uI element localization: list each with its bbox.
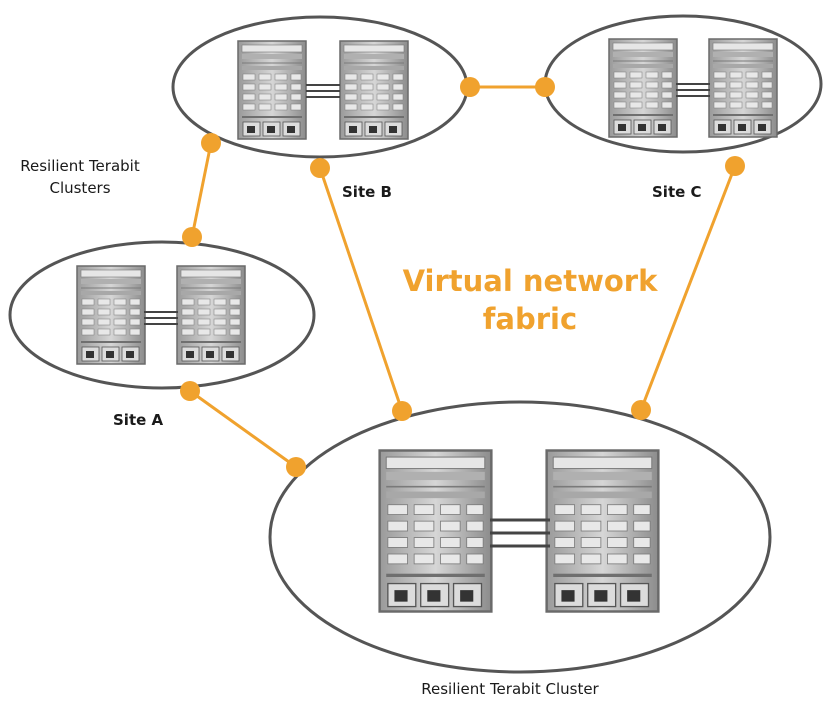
connection-dot (180, 381, 200, 401)
link-siteC-to-main (639, 164, 737, 412)
router-chassis-icon (76, 265, 146, 365)
link-siteB-to-main (318, 166, 404, 413)
site-a-label: Site A (113, 411, 164, 429)
link-siteB-to-siteA (190, 141, 213, 239)
router-chassis-icon (608, 38, 678, 138)
router-chassis-icon (339, 40, 409, 140)
router-chassis-icon (378, 449, 493, 613)
connection-dot (182, 227, 202, 247)
connection-dot (535, 77, 555, 97)
site-b-label: Site B (342, 183, 392, 201)
connection-dot (631, 400, 651, 420)
router-chassis-icon (708, 38, 778, 138)
connection-dot (286, 457, 306, 477)
site-c-cluster (543, 14, 823, 154)
fabric-headline: Virtual network fabric (385, 262, 675, 338)
connection-dots (180, 77, 745, 477)
headline-line2: fabric (482, 302, 578, 336)
link-siteA-to-main (188, 389, 298, 469)
main-cluster-label: Resilient Terabit Cluster (421, 680, 599, 698)
router-chassis-icon (545, 449, 660, 613)
clusters-note-line2: Clusters (49, 179, 111, 197)
connection-dot (460, 77, 480, 97)
connection-dot (201, 133, 221, 153)
main-cluster (268, 400, 772, 674)
site-a-cluster (8, 240, 316, 390)
clusters-note: Resilient Terabit Clusters (10, 155, 150, 199)
site-c-label: Site C (652, 183, 702, 201)
clusters-note-line1: Resilient Terabit (20, 157, 140, 175)
connection-dot (725, 156, 745, 176)
router-chassis-icon (176, 265, 246, 365)
fabric-links (188, 85, 737, 469)
connection-dot (310, 158, 330, 178)
connection-dot (392, 401, 412, 421)
router-chassis-icon (237, 40, 307, 140)
headline-line1: Virtual network (402, 264, 658, 298)
